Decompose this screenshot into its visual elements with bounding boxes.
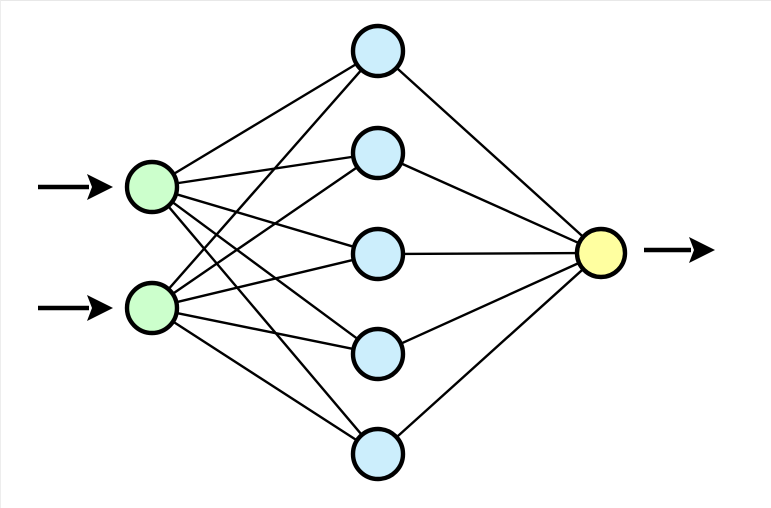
edge-i1-h3 [174, 192, 356, 249]
edge-h1-o1 [394, 65, 586, 239]
node-h1[interactable] [350, 23, 406, 79]
arrows-group [38, 174, 715, 321]
edge-h2-o1 [398, 161, 581, 245]
edge-i2-h5 [171, 319, 359, 443]
edge-i2-h4 [174, 311, 356, 351]
node-o1[interactable] [574, 226, 628, 280]
edge-i1-h5 [166, 204, 364, 437]
edge-i1-h2 [175, 155, 355, 185]
input-arrow-1-head [87, 174, 113, 200]
node-i2[interactable] [124, 280, 180, 336]
input-layer [124, 159, 180, 336]
output-layer [574, 226, 628, 280]
hidden-layer [350, 23, 406, 482]
edge-i1-h4 [170, 200, 360, 341]
node-h4[interactable] [350, 326, 406, 382]
output-arrow-1-head [689, 237, 715, 263]
edge-h3-o1 [401, 251, 579, 256]
node-h5[interactable] [350, 426, 406, 482]
edge-h5-o1 [394, 267, 586, 440]
input-arrow-2-head [87, 295, 113, 321]
nodes-group [124, 23, 628, 482]
node-h2[interactable] [350, 125, 406, 181]
edge-i2-h1 [166, 67, 364, 292]
node-i1[interactable] [124, 159, 180, 215]
edge-h4-o1 [398, 261, 581, 346]
edge-i2-h2 [170, 165, 360, 296]
edge-i1-h1 [171, 62, 359, 176]
node-h3[interactable] [350, 226, 406, 282]
edge-i2-h3 [174, 258, 356, 304]
edges-group [166, 62, 586, 443]
